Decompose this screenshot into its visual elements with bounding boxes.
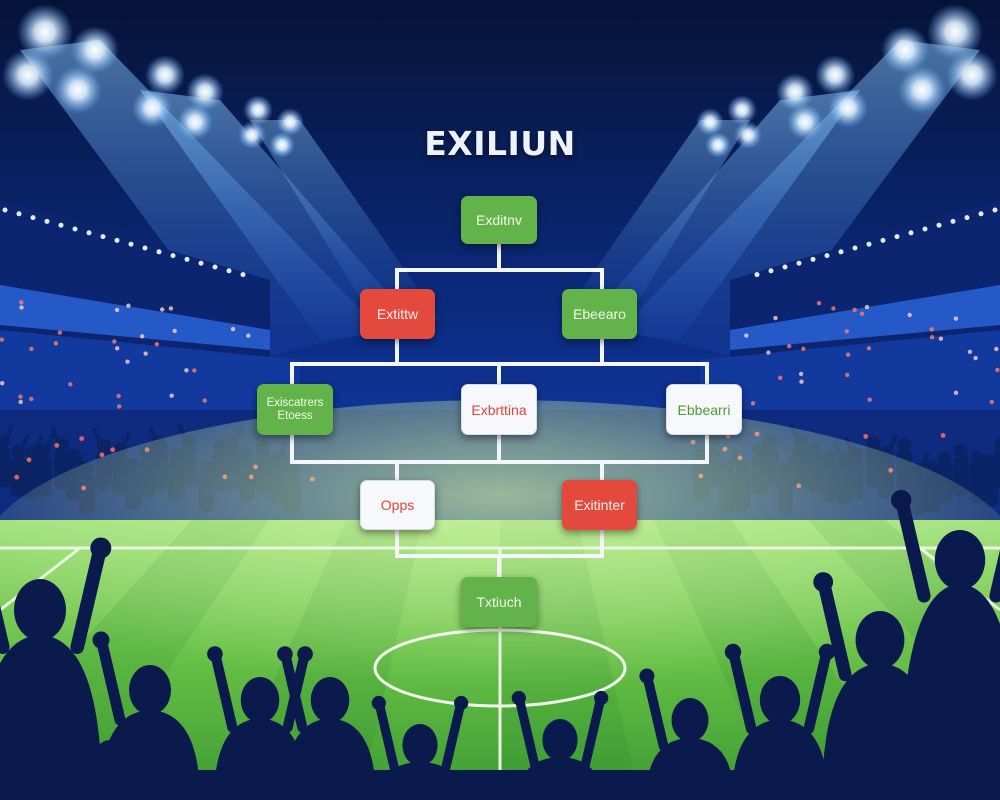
node-round4-right[interactable]: Exitinter: [562, 480, 637, 530]
node-round3-right[interactable]: Ebbearri: [666, 384, 742, 435]
right-floodlights: [696, 4, 998, 158]
node-bottom[interactable]: Txtiuch: [461, 577, 537, 627]
light-beams: [20, 40, 980, 360]
stand-lights: [0, 207, 1000, 409]
foreground-crowd-silhouette: [0, 489, 1000, 800]
node-top[interactable]: Exditnv: [461, 196, 537, 244]
bracket-connectors: [290, 242, 709, 579]
node-round2-right[interactable]: Ebeearo: [562, 289, 637, 339]
node-round4-left[interactable]: Opps: [360, 480, 435, 530]
diagram-title: EXILIUN: [424, 124, 576, 163]
node-round2-left[interactable]: Extittw: [360, 289, 435, 339]
left-floodlights: [2, 4, 304, 158]
node-round3-center[interactable]: Exbrttina: [461, 384, 537, 435]
node-round3-left[interactable]: Exiscatrers Etoess: [257, 384, 333, 435]
